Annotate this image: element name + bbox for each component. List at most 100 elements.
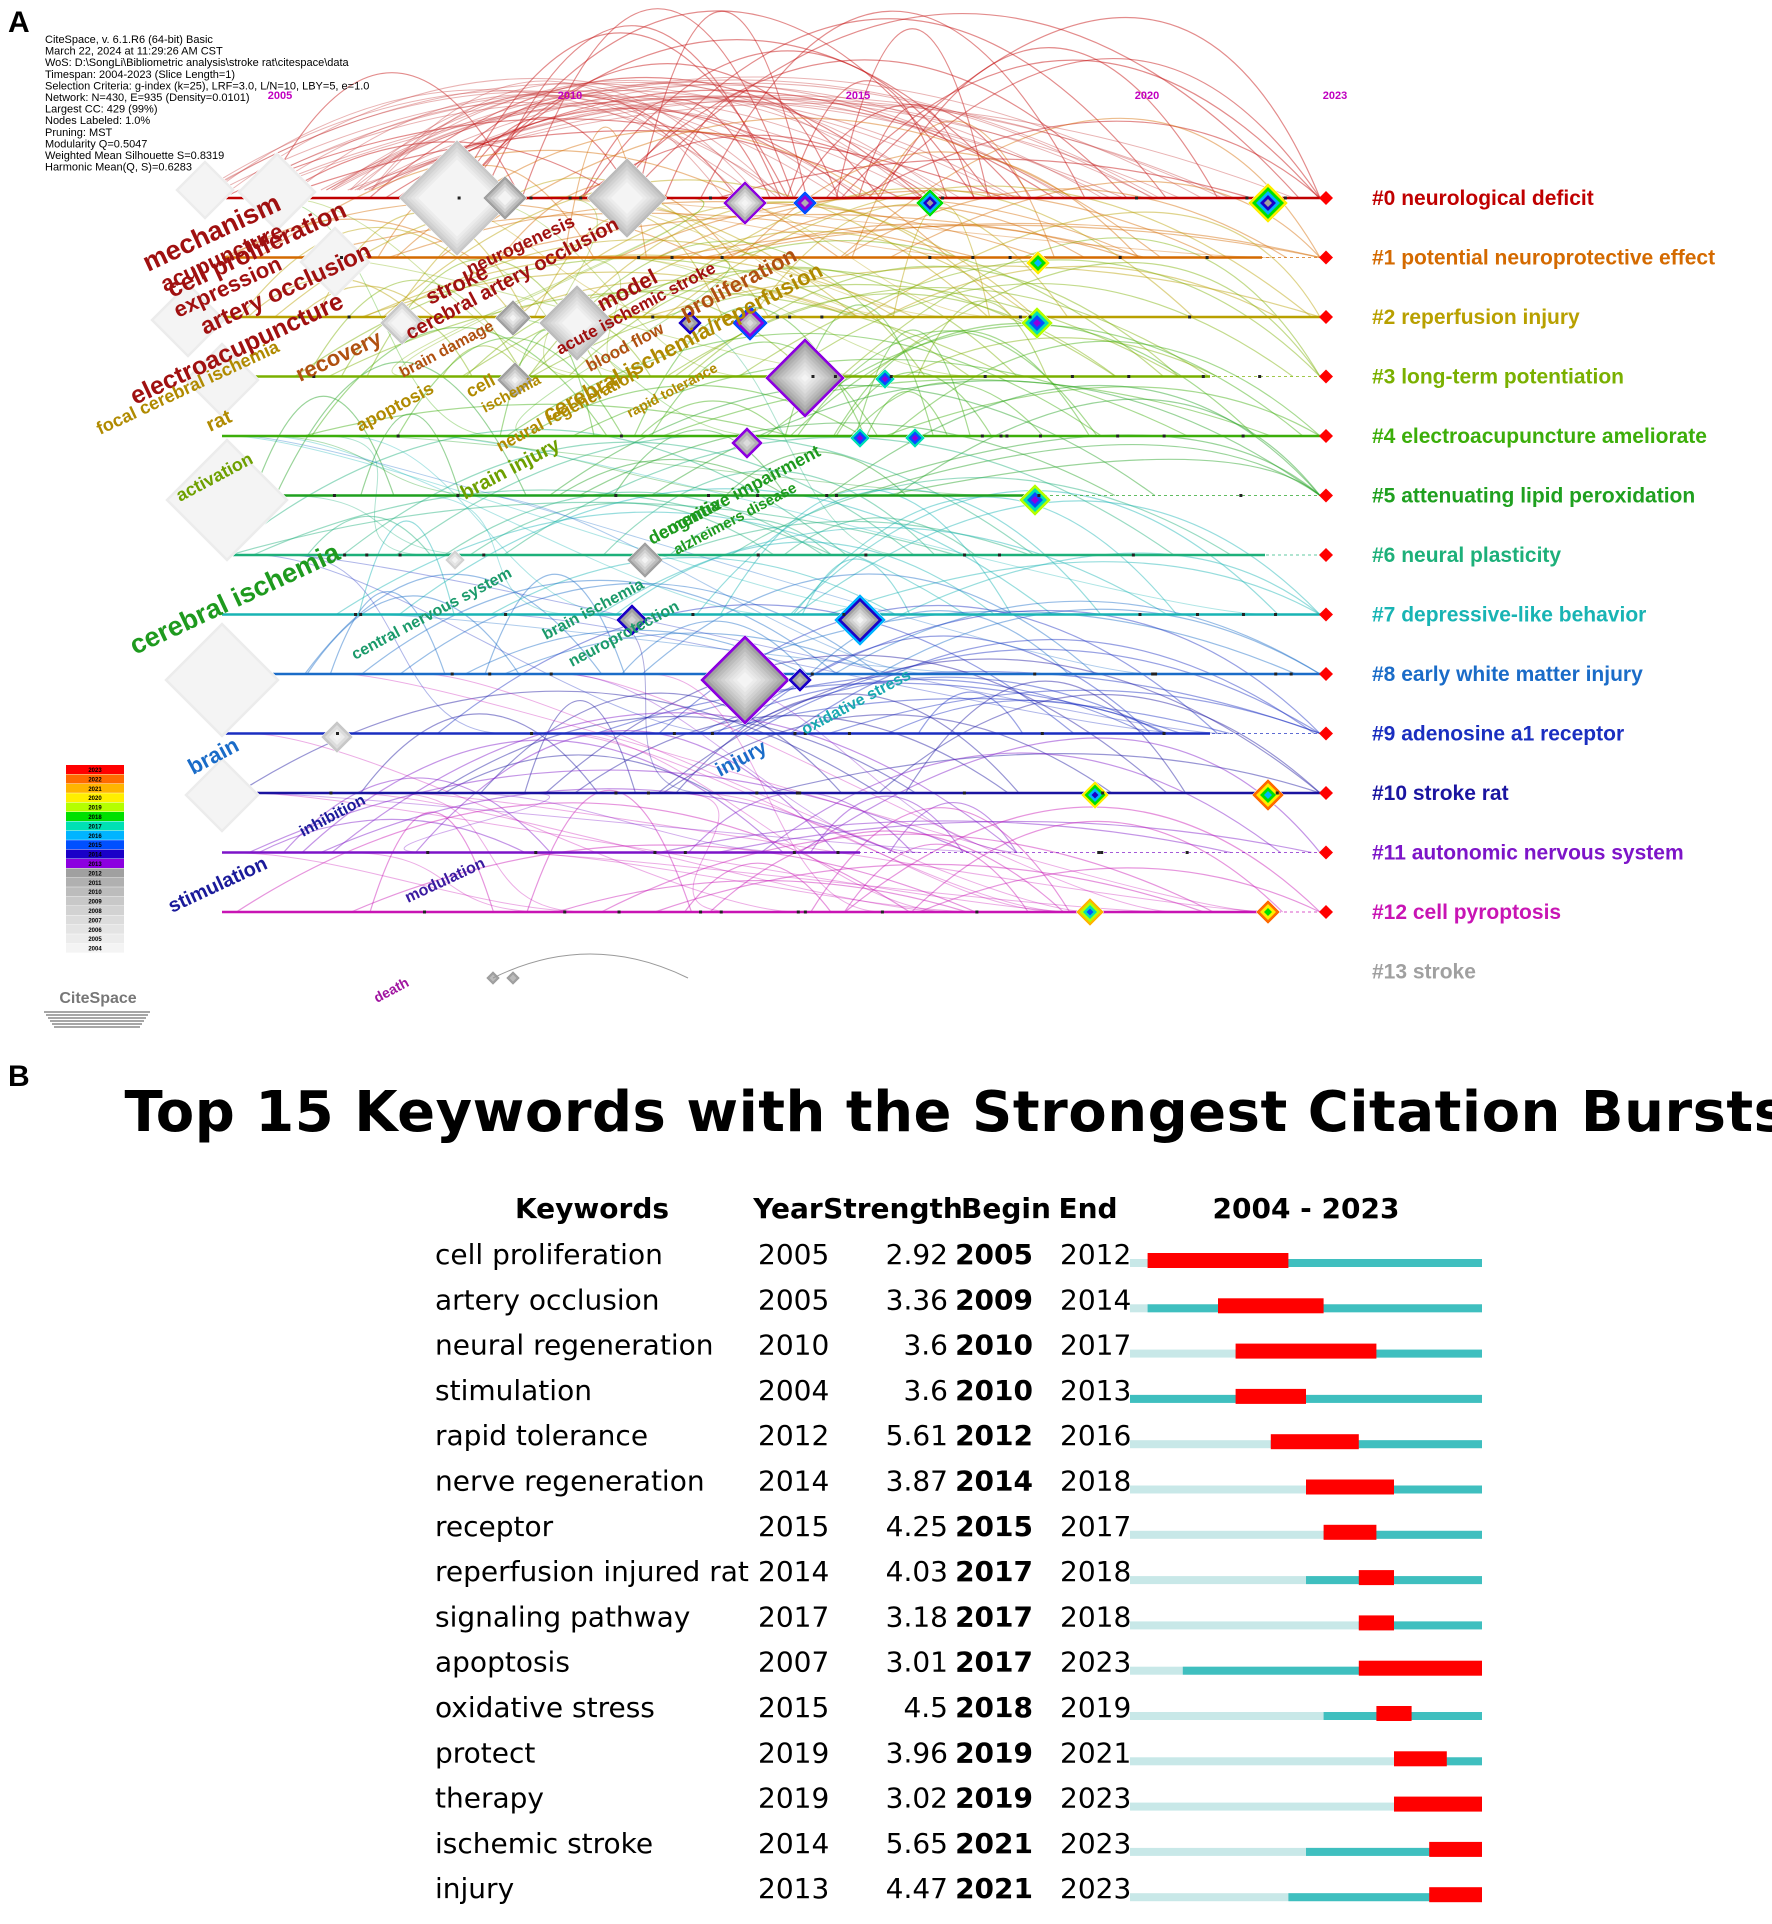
minor-node <box>796 910 800 914</box>
year-tick-label: 2023 <box>1323 90 1347 102</box>
keyword-node <box>856 616 864 624</box>
node-keyword: apoptosis <box>352 378 436 436</box>
year-tick-label: 2015 <box>846 90 870 102</box>
row-strength: 5.61 <box>886 1419 948 1452</box>
network-link <box>328 289 1011 378</box>
network-link <box>738 259 1321 377</box>
network-link <box>740 151 1140 258</box>
keyword-node <box>926 199 934 207</box>
keyword-node <box>628 616 636 624</box>
bar-burst <box>1358 1570 1394 1586</box>
network-link <box>868 262 1321 377</box>
keyword-node <box>911 434 919 442</box>
network-link <box>370 80 725 199</box>
legend-swatch <box>66 859 124 868</box>
network-link <box>581 98 771 199</box>
cluster-label: #8 early white matter injury <box>1372 663 1643 686</box>
network-link <box>867 57 1321 199</box>
legend-swatch <box>66 802 124 812</box>
end-node <box>1319 726 1333 741</box>
row-strength: 3.87 <box>886 1465 948 1498</box>
bar-burst <box>1429 1887 1482 1903</box>
network-link <box>258 818 526 854</box>
minor-node <box>1028 315 1032 319</box>
network-link <box>444 491 824 556</box>
network-link <box>382 179 989 318</box>
network-link <box>363 98 1231 199</box>
network-link <box>342 441 915 556</box>
network-link <box>391 177 770 318</box>
network-link <box>360 413 461 496</box>
network-link <box>669 518 832 556</box>
minor-node <box>980 434 984 438</box>
row-strength: 3.6 <box>903 1374 948 1407</box>
network-link <box>879 47 1219 199</box>
network-link <box>917 691 1024 734</box>
minor-node <box>1241 613 1245 616</box>
minor-node <box>755 791 759 795</box>
keyword-node <box>331 258 339 266</box>
legend-swatch <box>66 887 124 897</box>
network-link <box>296 93 779 199</box>
row-year: 2012 <box>758 1419 829 1452</box>
network-link <box>657 658 1321 794</box>
row-begin: 2014 <box>955 1465 1033 1498</box>
network-link <box>517 201 1037 318</box>
network-link <box>329 591 446 675</box>
row-year: 2013 <box>758 1872 829 1905</box>
network-link <box>454 63 881 199</box>
row-keyword: injury <box>435 1872 514 1905</box>
minor-node <box>699 910 703 914</box>
network-link <box>789 639 1315 734</box>
network-link <box>904 680 1186 794</box>
row-begin: 2017 <box>955 1600 1033 1633</box>
row-keyword: receptor <box>435 1510 554 1543</box>
end-node <box>1319 667 1333 681</box>
minor-node <box>975 910 979 914</box>
minor-node <box>1239 494 1243 497</box>
row-keyword: neural regeneration <box>435 1329 713 1362</box>
minor-node <box>563 910 567 914</box>
minor-node <box>1008 256 1012 259</box>
network-link <box>397 337 624 437</box>
network-link <box>574 715 1009 794</box>
network-link <box>843 843 1029 913</box>
network-link <box>480 692 842 794</box>
node-keyword: death <box>371 974 411 1006</box>
keyword-node <box>1091 791 1099 799</box>
network-link <box>866 391 949 437</box>
row-begin: 2017 <box>955 1555 1033 1588</box>
legend-swatch <box>66 765 124 774</box>
info-line: Harmonic Mean(Q, S)=0.6283 <box>45 162 192 174</box>
minor-node <box>847 732 851 735</box>
minor-node <box>1258 375 1262 378</box>
year-tick-label: 2005 <box>268 90 292 102</box>
minor-node <box>1118 256 1122 259</box>
network-link <box>276 129 1005 199</box>
legend-swatch <box>66 840 124 850</box>
network-link <box>786 80 948 199</box>
network-link <box>917 300 1048 377</box>
keyword-node <box>218 676 226 684</box>
keyword-node <box>511 376 519 384</box>
network-link <box>842 188 1287 259</box>
network-link <box>556 733 1068 913</box>
network-link <box>795 500 1321 615</box>
info-line: Selection Criteria: g-index (k=25), LRF=… <box>45 80 369 92</box>
network-link <box>281 197 600 377</box>
network-link <box>437 604 1075 734</box>
legend-year-label: 2006 <box>88 928 102 934</box>
row-end: 2012 <box>1060 1238 1131 1271</box>
network-link <box>659 820 1231 854</box>
keyword-node <box>743 439 751 447</box>
legend-swatch <box>66 821 124 831</box>
network-link <box>728 676 1165 735</box>
network-link <box>667 224 1321 259</box>
network-link <box>855 329 971 437</box>
keyword-node <box>333 733 341 741</box>
network-link <box>662 714 1113 794</box>
bar-burst <box>1270 1434 1359 1450</box>
keyword-node <box>801 199 809 207</box>
keyword-node <box>1031 496 1039 504</box>
